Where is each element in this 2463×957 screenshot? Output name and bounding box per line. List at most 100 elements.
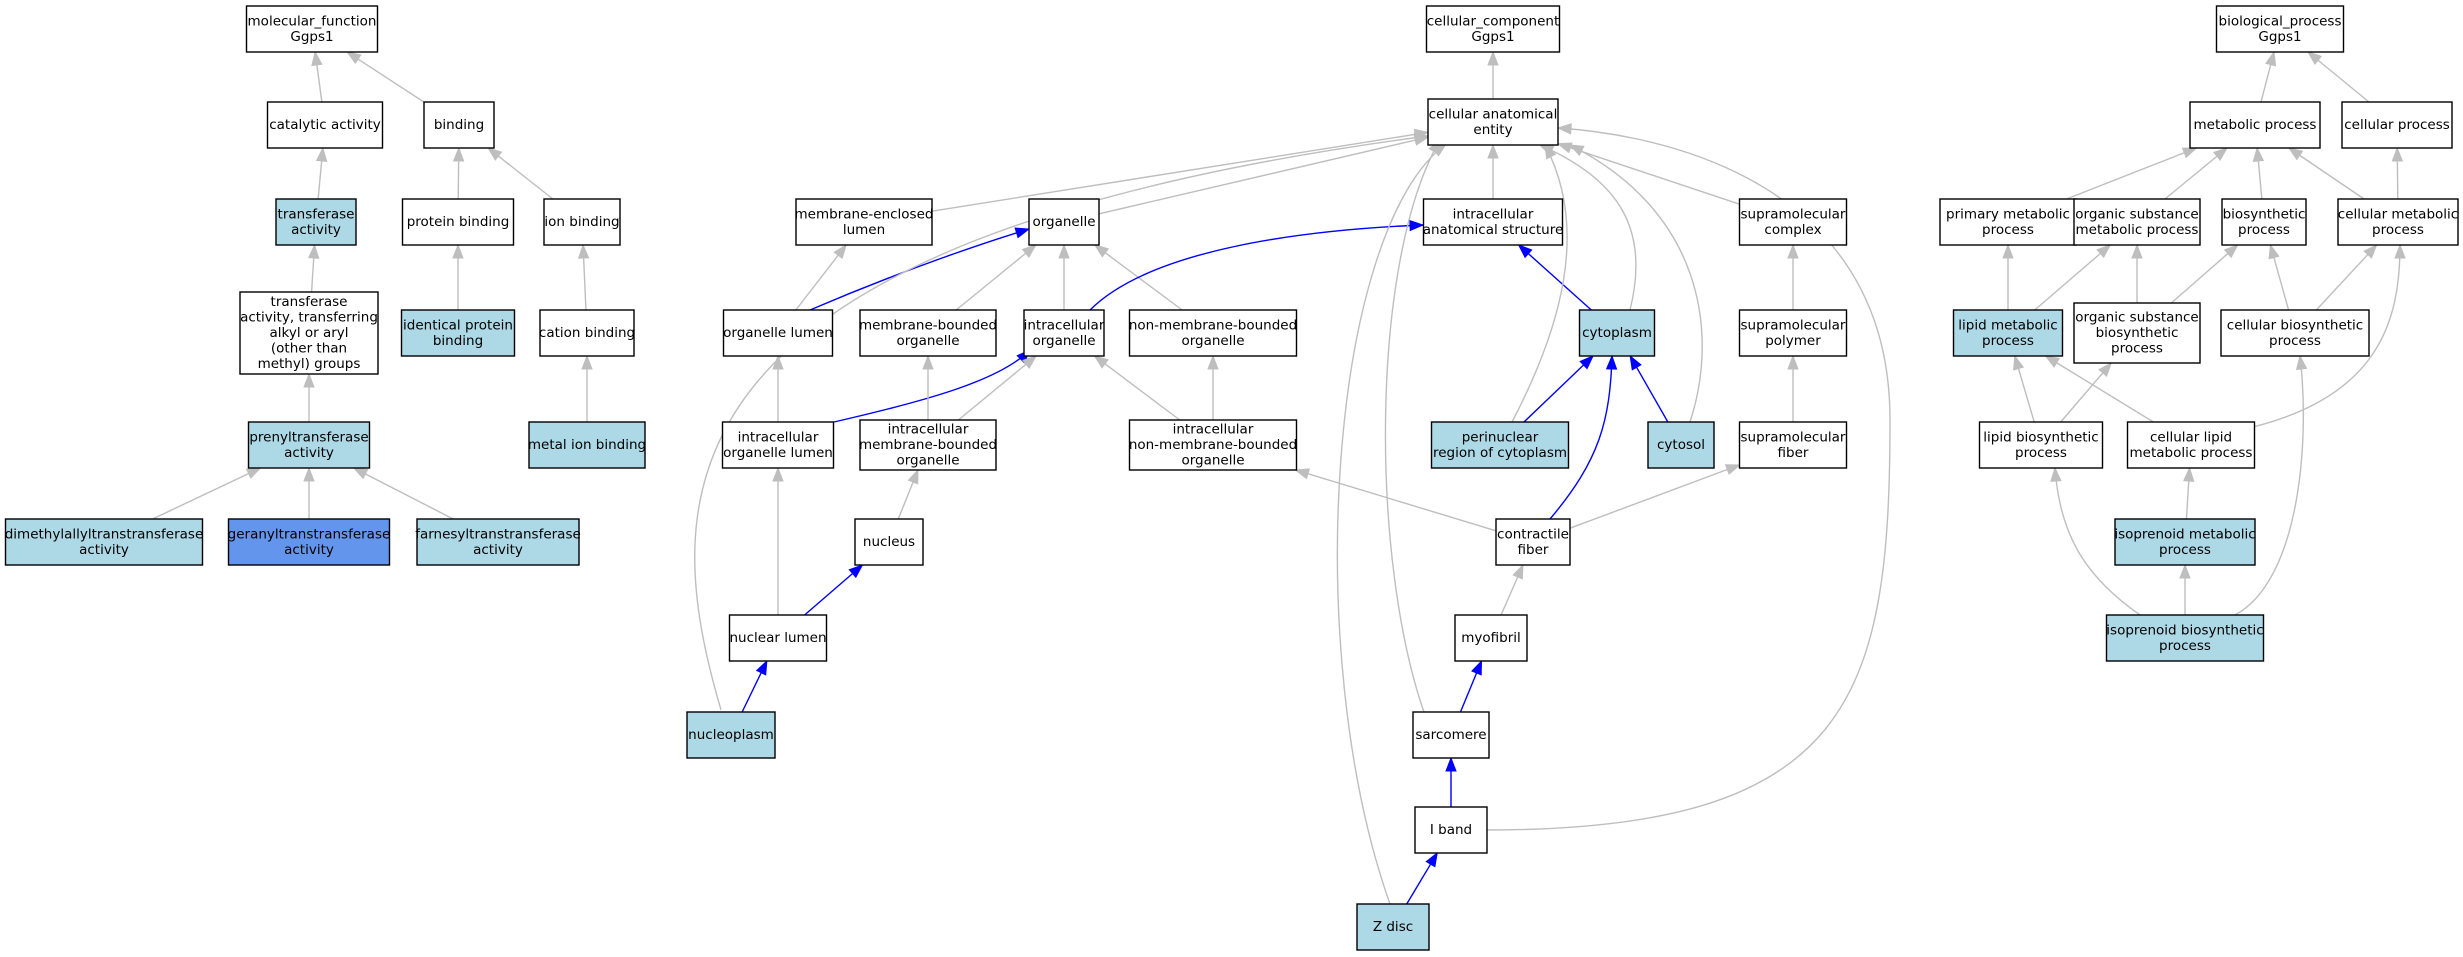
node-cytoplasm[interactable]: cytoplasm — [1578, 309, 1656, 357]
node-label-line: metal ion binding — [528, 437, 646, 453]
edge-ion_binding-to-binding — [487, 147, 554, 200]
node-nucleus[interactable]: nucleus — [854, 518, 924, 566]
node-metal-ion-binding[interactable]: metal ion binding — [528, 421, 646, 469]
node-label-line: polymer — [1765, 333, 1821, 349]
edge-arrowhead — [581, 354, 593, 370]
edge-cae-to-cc_root — [1487, 50, 1499, 99]
edge-arrowhead — [772, 466, 784, 482]
node-intracellular-nmbo[interactable]: intracellularnon-membrane-boundedorganel… — [1128, 419, 1298, 471]
node-label-line: transferase — [278, 206, 355, 222]
edge-line — [2170, 252, 2230, 304]
edge-line — [2017, 367, 2035, 423]
node-i-band[interactable]: I band — [1414, 806, 1488, 854]
node-label-line: metabolic process — [2076, 222, 2199, 238]
edge-isoprenoid_biosynthetic-to-isoprenoid_metabolic — [2179, 563, 2191, 615]
node-myofibril[interactable]: myofibril — [1454, 614, 1528, 662]
node-ion-binding[interactable]: ion binding — [543, 198, 621, 246]
node-label-line: process — [2159, 542, 2211, 558]
edge-line — [833, 349, 1031, 423]
node-label-line: region of cytoplasm — [1433, 445, 1567, 461]
node-binding[interactable]: binding — [423, 101, 495, 149]
node-metabolic-process[interactable]: metabolic process — [2189, 101, 2321, 149]
node-label-line: process — [2159, 638, 2211, 654]
edge-intracellular_mbo-to-membrane_bounded_organelle — [922, 354, 934, 420]
edge-sarcomere-to-myofibril — [1459, 659, 1483, 713]
node-catalytic-activity[interactable]: catalytic activity — [266, 101, 384, 149]
edge-arrowhead — [1724, 464, 1741, 476]
node-label-line: intracellular — [1173, 422, 1254, 438]
edge-contractile_fiber-to-supramolecular_fiber — [1569, 464, 1741, 529]
edge-line — [2060, 371, 2105, 423]
edge-arrowhead — [2252, 146, 2265, 162]
node-sarcomere[interactable]: sarcomere — [1412, 711, 1490, 759]
edge-arrowhead — [2394, 243, 2406, 259]
edge-nuclear_lumen-to-intracellular_organelle_lumen — [772, 466, 784, 615]
edge-arrowhead — [1058, 243, 1070, 259]
edge-line — [1635, 366, 1669, 423]
node-z-disc[interactable]: Z disc — [1356, 903, 1430, 951]
edge-arrowhead — [1021, 244, 1037, 258]
node-cellular-process[interactable]: cellular process — [2341, 101, 2453, 149]
node-box — [686, 711, 776, 759]
node-organelle-lumen[interactable]: organelle lumen — [722, 309, 834, 357]
node-label-line: supramolecular — [1740, 317, 1845, 333]
node-organelle[interactable]: organelle — [1028, 198, 1100, 246]
node-protein-binding[interactable]: protein binding — [401, 198, 515, 246]
edge-arrowhead — [2183, 466, 2195, 482]
node-cytosol[interactable]: cytosol — [1647, 421, 1715, 469]
edge-organic_substance_metabolic-to-metabolic_process — [2164, 147, 2229, 200]
node-box — [423, 101, 495, 149]
node-box — [2073, 302, 2201, 364]
edge-line — [809, 228, 1030, 311]
node-nuclear-lumen[interactable]: nuclear lumen — [728, 614, 828, 662]
node-nucleoplasm[interactable]: nucleoplasm — [686, 711, 776, 759]
edge-arrowhead — [2002, 243, 2014, 259]
edge-arrowhead — [1431, 143, 1448, 157]
edge-z_disc-to-cae — [1336, 143, 1448, 905]
node-box — [416, 518, 580, 566]
edge-arrowhead — [315, 146, 328, 162]
edge-line — [2239, 244, 2401, 431]
edge-line — [1549, 355, 1613, 520]
edge-line — [1569, 468, 1729, 529]
node-label-line: membrane-enclosed — [795, 206, 934, 222]
node-box — [1495, 518, 1571, 566]
node-label-line: membrane-bounded — [859, 437, 997, 453]
edge-cellular_biosynthetic-to-biosynthetic_process — [2268, 243, 2290, 311]
node-cation-binding[interactable]: cation binding — [539, 309, 635, 357]
